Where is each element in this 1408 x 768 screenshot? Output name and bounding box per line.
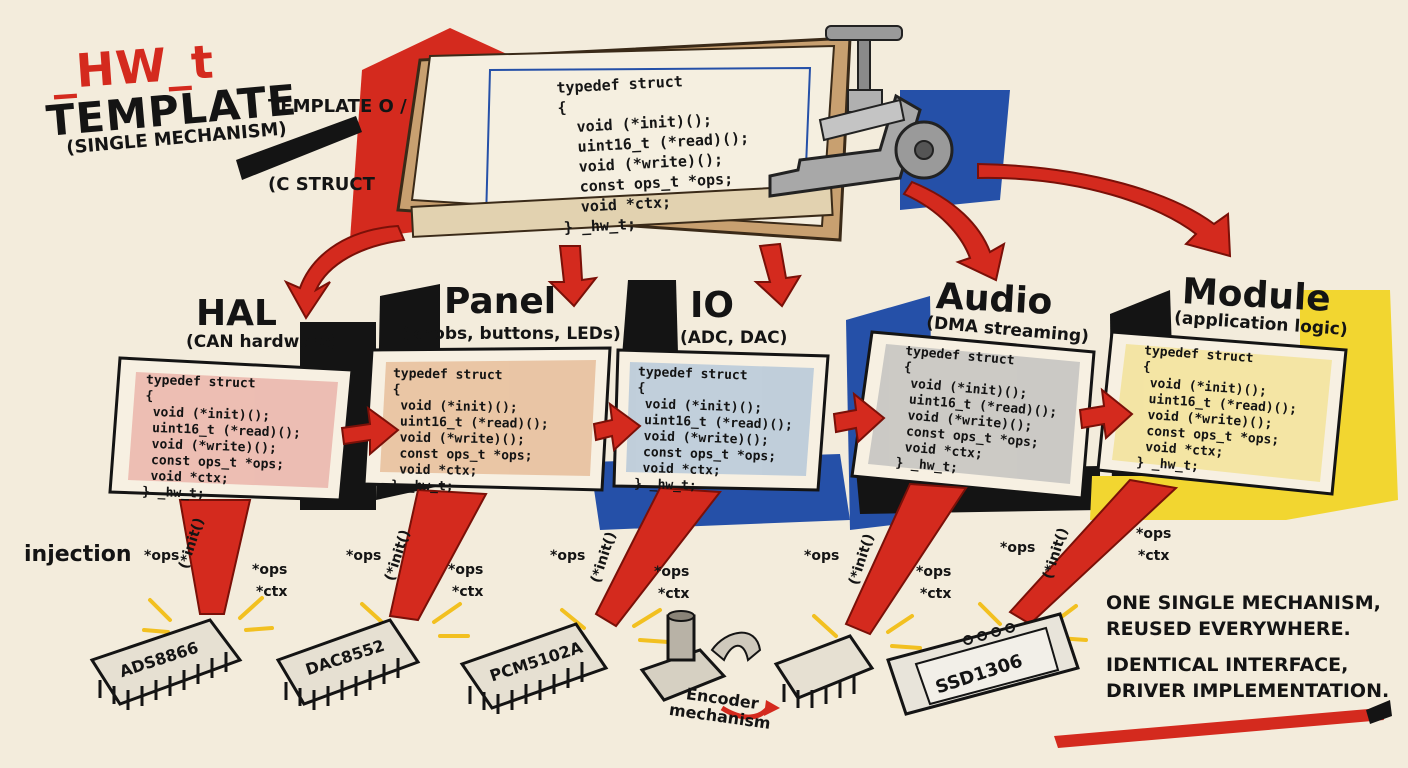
ptr-ops2-label: *ops: [916, 564, 952, 580]
injection-label: injection: [24, 542, 132, 567]
ptr-ops2-label: *ops: [1136, 526, 1172, 542]
chip-ads8866: [89, 618, 243, 710]
ptr-ops2-label: *ops: [654, 564, 690, 580]
template-label: TEMPLATE O / (C STRUCT: [268, 42, 407, 224]
chip-audio: [773, 634, 875, 708]
panel-hal-title: HAL: [196, 293, 277, 334]
panel-tints: [128, 344, 1332, 488]
ptr-ops2-label: *ops: [252, 562, 288, 578]
ptr-ctx-label: *ctx: [920, 586, 952, 602]
blue-block-top: [900, 90, 1010, 210]
injection-beams: [178, 478, 1179, 636]
panel-panel-code: typedef struct { void (*init)(); uint16_…: [391, 366, 583, 497]
note-line: IDENTICAL INTERFACE,: [1106, 654, 1349, 676]
panel-panel-title: Panel: [444, 281, 557, 322]
chip-dac8552: [275, 618, 421, 710]
note-line: DRIVER IMPLEMENTATION.: [1106, 680, 1390, 702]
clamp-vise: [768, 25, 954, 198]
ptr-ops-label: *ops: [346, 548, 382, 564]
ptr-ctx-label: *ctx: [452, 584, 484, 600]
note-line: ONE SINGLE MECHANISM,: [1106, 592, 1381, 614]
encoder-drawing: [639, 610, 780, 720]
ptr-ctx-label: *ctx: [658, 586, 690, 602]
oled-ssd1306: [886, 612, 1080, 716]
note-line: REUSED EVERYWHERE.: [1106, 618, 1351, 640]
panel-audio-code: typedef struct { void (*init)(); uint16_…: [895, 344, 1095, 488]
panel-hal-subtitle: (CAN hardware): [186, 332, 339, 352]
black-stroke-title: [236, 116, 362, 180]
note-single-mechanism: ONE SINGLE MECHANISM, REUSED EVERYWHERE.: [1106, 590, 1381, 642]
ptr-ops-label: *ops: [1000, 540, 1036, 556]
ptr-ctx-label: *ctx: [1138, 548, 1170, 564]
template-board: [396, 36, 852, 242]
ptr-ctx-label: *ctx: [256, 584, 288, 600]
panel-connector-arrows: [340, 387, 1134, 457]
main-struct-code: typedef struct { void (*init)(); uint16_…: [556, 66, 784, 237]
code-line: typedef struct: [392, 366, 503, 384]
template-label-line2: (C STRUCT: [268, 174, 375, 195]
panel-io-subtitle: (ADC, DAC): [680, 328, 788, 348]
panel-hal-code: typedef struct { void (*init)(); uint16_…: [142, 373, 336, 508]
note-red-underline: [1054, 708, 1384, 748]
ptr-ops2-label: *ops: [448, 562, 484, 578]
panel-module-code: typedef struct { void (*init)(); uint16_…: [1136, 344, 1334, 485]
ptr-ops-label: *ops: [550, 548, 586, 564]
panel-io-code: typedef struct { void (*init)(); uint16_…: [634, 365, 828, 500]
injection-sparks: [142, 596, 1088, 650]
panel-io-title: IO: [690, 285, 734, 326]
ptr-ops-label: *ops: [804, 548, 840, 564]
panel-panel-subtitle: (knobs, buttons, LEDs): [402, 324, 621, 344]
note-black-stroke: [1366, 700, 1392, 724]
ptr-ops-label: *ops: [144, 548, 180, 564]
template-arrows: [283, 162, 1232, 320]
template-label-line1: TEMPLATE O /: [268, 96, 407, 117]
chip-pcm5102a: [459, 622, 609, 714]
note-identical-interface: IDENTICAL INTERFACE, DRIVER IMPLEMENTATI…: [1106, 652, 1389, 704]
code-line: } _hw_t;: [390, 478, 454, 495]
